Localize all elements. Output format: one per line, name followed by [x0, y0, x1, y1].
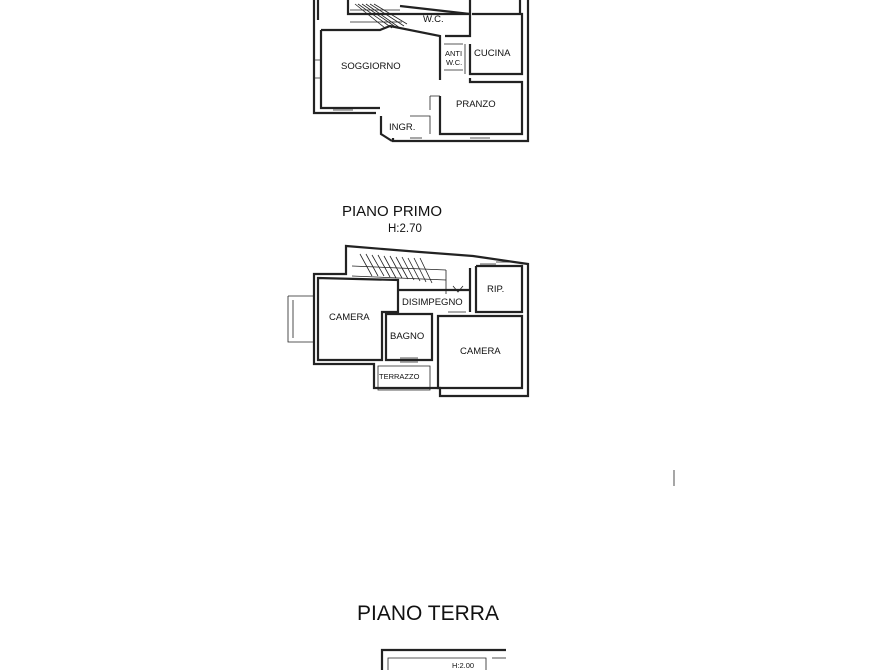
ground-floor-title: PIANO TERRA: [357, 602, 499, 625]
room-label-terrazzo: TERRAZZO: [379, 372, 420, 381]
room-label-pranzo: PRANZO: [456, 99, 496, 110]
room-label-anti-wc: W.C.: [446, 58, 462, 67]
room-label-soggiorno: SOGGIORNO: [341, 61, 401, 72]
first-floor-height: H:2.70: [388, 223, 422, 235]
first-floor-stairs: [351, 253, 464, 294]
room-label-disimpegno: DISIMPEGNO: [402, 297, 463, 308]
room-label-wc: W.C.: [423, 14, 444, 25]
room-label-anti: ANTI: [445, 49, 462, 58]
first-floor-title: PIANO PRIMO: [342, 203, 442, 220]
ground-floor-plan: PIANO TERRA H:2.00: [357, 602, 506, 670]
ground-floor-height: H:2.00: [452, 661, 474, 670]
room-label-bagno: BAGNO: [390, 331, 424, 342]
top-floor-plan: W.C. CUCINA SOGGIORNO ANTI W.C. PRANZO I…: [312, 0, 530, 143]
room-label-cucina: CUCINA: [474, 48, 511, 59]
room-label-rip: RIP.: [487, 284, 504, 295]
first-floor-plan: PIANO PRIMO H:2.70 RIP. DISIMPEGNO CAMER…: [287, 203, 530, 398]
room-label-camera-left: CAMERA: [329, 312, 370, 323]
top-stairs: [350, 3, 408, 29]
room-label-ingresso: INGR.: [389, 122, 415, 133]
room-label-camera-right: CAMERA: [460, 346, 501, 357]
